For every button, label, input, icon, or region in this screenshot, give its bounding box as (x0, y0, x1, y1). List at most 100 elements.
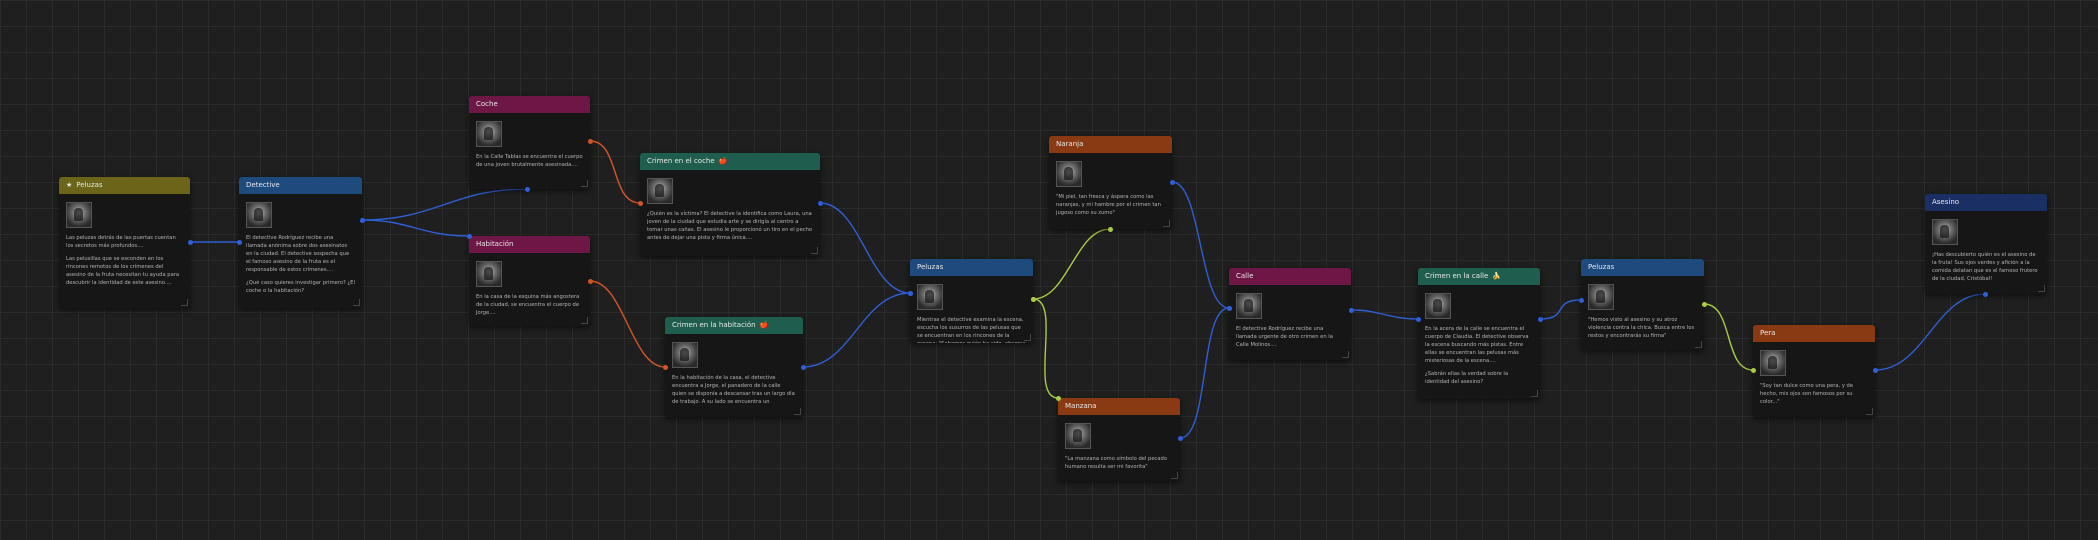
node-header[interactable]: Manzana (1058, 398, 1180, 415)
link-crimen-calle-to-peluzas-3[interactable] (1539, 299, 1582, 320)
node-naranja[interactable]: Naranja"Mi piel, tan fresca y áspera com… (1049, 136, 1172, 229)
node-paragraph: En la Calle Tablas se encuentra el cuerp… (476, 154, 583, 168)
node-paragraph: ¿Sabrán ellas la verdad sobre la identid… (1425, 371, 1509, 385)
resize-handle[interactable] (1024, 334, 1031, 341)
output-port[interactable] (1177, 435, 1183, 441)
output-port[interactable] (1872, 367, 1878, 373)
input-port[interactable] (1055, 395, 1061, 401)
output-port[interactable] (1348, 307, 1354, 313)
node-crimen-coche[interactable]: Crimen en el coche🍎¿Quién es la víctima?… (640, 153, 820, 256)
node-thumbnail-image (647, 178, 673, 204)
node-title: Manzana (1065, 402, 1097, 410)
input-port[interactable] (637, 200, 643, 206)
node-header[interactable]: Peluzas (910, 259, 1033, 276)
input-port[interactable] (524, 186, 530, 192)
link-peluzas-2-to-naranja[interactable] (1032, 228, 1111, 300)
node-thumbnail-image (476, 121, 502, 147)
input-port[interactable] (1107, 226, 1113, 232)
node-peluzas-3[interactable]: Peluzas "Hemos visto al asesino y su atro… (1581, 259, 1704, 350)
node-body-text: "Hemos visto al asesino y su atroz viole… (1581, 310, 1704, 340)
node-body-text: En la acera de la calle se encuentra el … (1418, 319, 1540, 386)
link-crimen-coche-to-peluzas-2[interactable] (819, 202, 911, 294)
node-header[interactable]: Habitación (469, 236, 590, 253)
link-naranja-to-calle[interactable] (1171, 181, 1230, 309)
link-detective-to-habitacion[interactable] (361, 219, 470, 237)
node-header[interactable]: Detective (239, 177, 362, 194)
node-header[interactable]: Pera (1753, 325, 1875, 342)
node-header[interactable]: Calle (1229, 268, 1351, 285)
resize-handle[interactable] (581, 317, 588, 324)
output-port[interactable] (587, 278, 593, 284)
output-port[interactable] (1701, 301, 1707, 307)
link-calle-to-crimen-calle[interactable] (1350, 309, 1419, 320)
node-header[interactable]: ★Peluzas (59, 177, 190, 194)
resize-handle[interactable] (1695, 341, 1702, 348)
node-title: Crimen en la habitación (672, 321, 756, 329)
resize-handle[interactable] (794, 408, 801, 415)
node-crimen-habitacion[interactable]: Crimen en la habitación🍎En la habitación… (665, 317, 803, 417)
input-port[interactable] (1982, 291, 1988, 297)
output-port[interactable] (817, 200, 823, 206)
resize-handle[interactable] (181, 299, 188, 306)
input-port[interactable] (466, 233, 472, 239)
output-port[interactable] (1169, 179, 1175, 185)
node-header[interactable]: Crimen en la calle🍌 (1418, 268, 1540, 285)
resize-handle[interactable] (1163, 220, 1170, 227)
output-port[interactable] (587, 138, 593, 144)
node-header[interactable]: Peluzas (1581, 259, 1704, 276)
input-port[interactable] (662, 364, 668, 370)
resize-handle[interactable] (581, 180, 588, 187)
input-port[interactable] (236, 239, 242, 245)
node-header[interactable]: Coche (469, 96, 590, 113)
link-crimen-habitacion-to-peluzas-2[interactable] (802, 292, 911, 368)
input-port[interactable] (1226, 305, 1232, 311)
node-habitacion[interactable]: Habitación En la casa de la esquina más a… (469, 236, 590, 326)
input-port[interactable] (1415, 316, 1421, 322)
link-pera-to-asesino[interactable] (1874, 293, 1986, 371)
node-asesino[interactable]: Asesino¡Has descubierto quién es el ases… (1925, 194, 2047, 294)
node-thumbnail-image (1588, 284, 1614, 310)
output-port[interactable] (800, 364, 806, 370)
link-peluzas-3-to-pera[interactable] (1703, 303, 1754, 371)
resize-handle[interactable] (1531, 390, 1538, 397)
node-pera[interactable]: Pera"Soy tan dulce como una pera, y de h… (1753, 325, 1875, 417)
node-header[interactable]: Crimen en la habitación🍎 (665, 317, 803, 334)
output-port[interactable] (187, 239, 193, 245)
link-habitacion-to-crimen-habitacion[interactable] (589, 280, 666, 368)
link-manzana-to-calle[interactable] (1179, 307, 1230, 439)
node-manzana[interactable]: Manzana "La manzana como símbolo del peca… (1058, 398, 1180, 481)
node-body-text: "La manzana como símbolo del pecado huma… (1058, 449, 1180, 471)
input-port[interactable] (1578, 297, 1584, 303)
node-header[interactable]: Asesino (1925, 194, 2047, 211)
node-header[interactable]: Naranja (1049, 136, 1172, 153)
node-coche[interactable]: Coche En la Calle Tablas se encuentra el … (469, 96, 590, 189)
output-port[interactable] (1030, 296, 1036, 302)
node-body-text: Las peluzas detrás de las puertas cuenta… (59, 228, 190, 287)
link-peluzas-2-to-manzana[interactable] (1032, 298, 1059, 399)
node-thumbnail-image (246, 202, 272, 228)
link-detective-to-coche[interactable] (361, 188, 528, 221)
resize-handle[interactable] (1171, 472, 1178, 479)
resize-handle[interactable] (2038, 285, 2045, 292)
resize-handle[interactable] (1866, 408, 1873, 415)
node-paragraph: En la casa de la esquina más angostera d… (476, 294, 580, 316)
link-coche-to-crimen-coche[interactable] (589, 140, 641, 204)
output-port[interactable] (1537, 316, 1543, 322)
input-port[interactable] (907, 290, 913, 296)
node-title: Coche (476, 100, 498, 108)
node-paragraph: Mientras el detective examina la escena,… (917, 317, 1026, 343)
resize-handle[interactable] (353, 299, 360, 306)
input-port[interactable] (1750, 367, 1756, 373)
node-header[interactable]: Crimen en el coche🍎 (640, 153, 820, 170)
resize-handle[interactable] (811, 247, 818, 254)
output-port[interactable] (359, 217, 365, 223)
node-thumbnail-image (1932, 219, 1958, 245)
node-title: Peluzas (1588, 263, 1615, 271)
node-crimen-calle[interactable]: Crimen en la calle🍌 En la acera de la cal… (1418, 268, 1540, 399)
resize-handle[interactable] (1342, 351, 1349, 358)
